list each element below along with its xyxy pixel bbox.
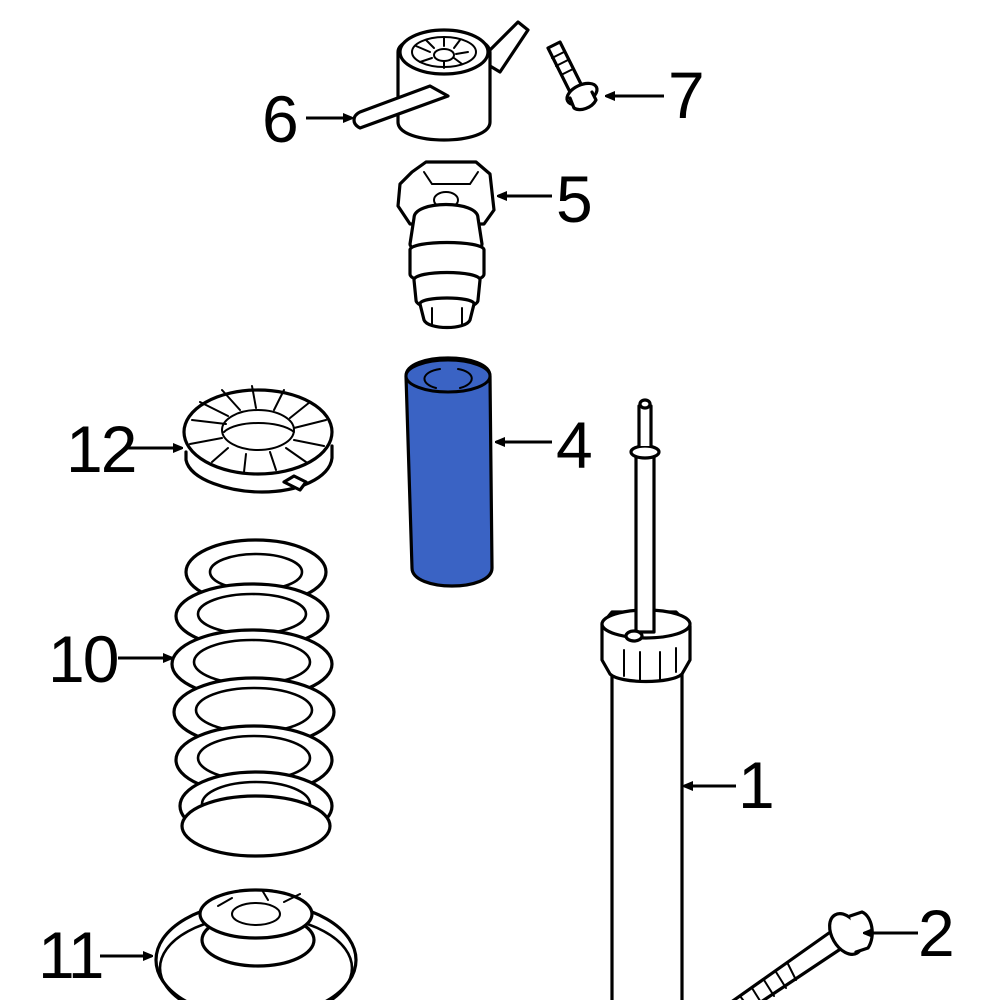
upper-spring-seat-part-12[interactable] <box>182 385 334 494</box>
bolt-part-7[interactable] <box>546 40 600 112</box>
callout-label-2: 2 <box>918 896 955 970</box>
callout-label-6: 6 <box>262 82 299 156</box>
callout-label-1: 1 <box>738 748 775 822</box>
callout-label-4: 4 <box>556 408 593 482</box>
bolt-part-2[interactable] <box>720 908 874 1000</box>
leader-arrows <box>100 96 918 956</box>
callout-label-5: 5 <box>556 162 593 236</box>
upper-mount-part-6[interactable] <box>352 20 530 142</box>
coil-spring-part-10[interactable] <box>170 538 336 858</box>
callout-label-7: 7 <box>668 58 705 132</box>
callout-label-11: 11 <box>38 918 105 992</box>
callout-label-10: 10 <box>48 622 119 696</box>
lower-spring-seat-part-11[interactable] <box>154 888 358 1000</box>
dust-boot-part-4[interactable] <box>404 356 494 588</box>
callout-label-12: 12 <box>66 412 137 486</box>
shock-absorber-part-1[interactable] <box>600 398 692 1000</box>
bump-stop-part-5[interactable] <box>396 160 496 330</box>
